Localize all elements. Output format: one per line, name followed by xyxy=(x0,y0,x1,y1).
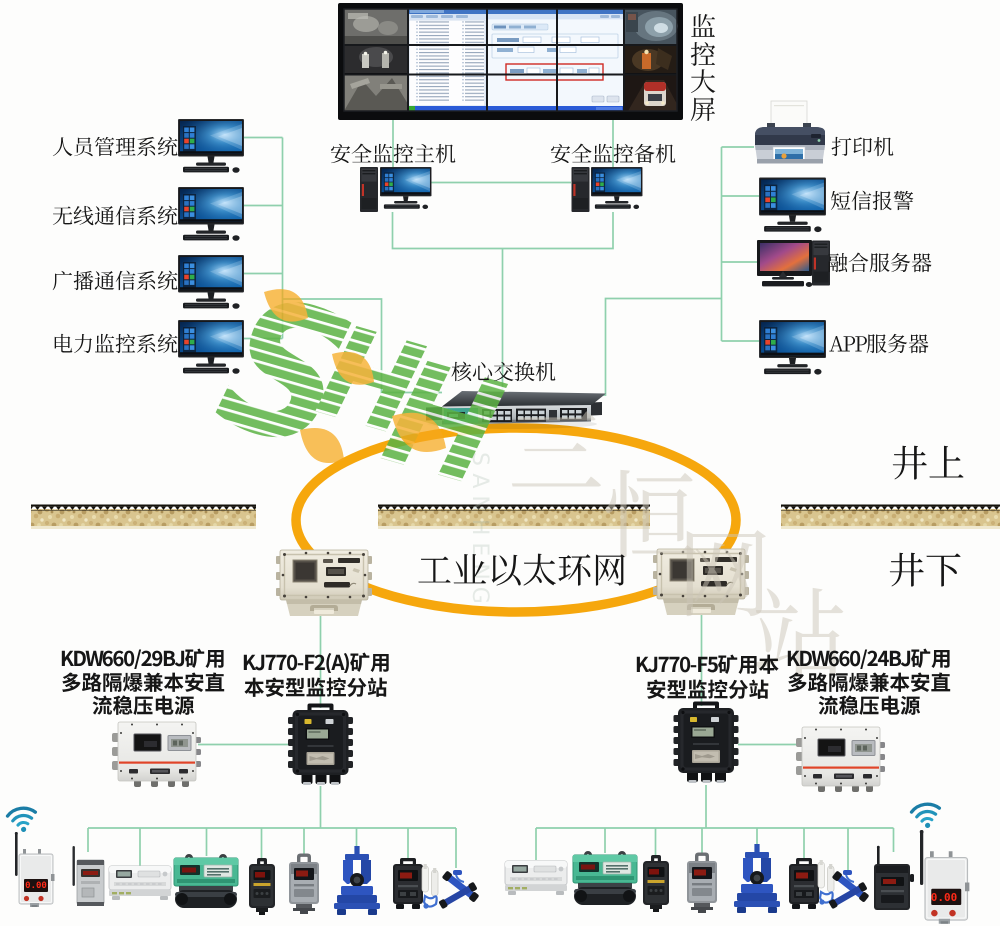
black-box-sensor-icon xyxy=(393,858,423,909)
ground-bar-left xyxy=(31,504,256,529)
blue-tension-device-icon xyxy=(734,844,780,913)
substation-kj770-f5 xyxy=(673,701,739,783)
grey-gas-sensor-icon xyxy=(289,853,319,914)
cable-accessories-icon xyxy=(816,858,836,906)
cable-accessories-icon xyxy=(420,862,440,910)
junction-box-left xyxy=(275,549,373,617)
workstation-broadcast-comm xyxy=(177,254,245,310)
sensor-row-left xyxy=(14,831,481,915)
video-wall xyxy=(338,3,683,120)
wireless-display-sensor-icon xyxy=(14,831,56,908)
sensor-row-right xyxy=(504,829,970,925)
blue-clamp-sensor-icon xyxy=(437,869,481,911)
workstation-sms-alarm xyxy=(758,176,827,233)
backup-host xyxy=(571,166,643,212)
green-winch-sensor-icon xyxy=(572,850,638,906)
antenna-sensor-icon xyxy=(72,845,105,907)
bench-reader-icon xyxy=(108,865,172,901)
substation-kj770-f2 xyxy=(288,703,353,785)
junction-box-right xyxy=(652,548,750,616)
blue-tension-device-icon xyxy=(334,846,380,915)
black-gas-sensor-icon xyxy=(249,858,275,915)
workstation-power-monitoring xyxy=(177,319,245,375)
black-gas-sensor-icon xyxy=(643,855,669,912)
wifi-icon xyxy=(5,804,40,836)
power-supply-kdw660-29bj xyxy=(111,721,202,788)
fusion-server xyxy=(757,240,830,287)
wireless-antenna-box-icon xyxy=(874,845,914,910)
workstation-app-server xyxy=(758,319,827,376)
wifi-icon xyxy=(909,800,944,832)
camera-feed-bw-2 xyxy=(344,46,408,73)
camera-feed-color-1 xyxy=(624,9,678,44)
green-winch-sensor-icon xyxy=(173,853,239,909)
camera-feed-bw-3 xyxy=(344,75,408,111)
ground-bar-middle xyxy=(378,504,650,529)
primary-host xyxy=(360,166,432,212)
workstation-personnel-system xyxy=(177,118,245,174)
camera-feed-color-3 xyxy=(624,75,677,111)
ground-bar-right xyxy=(781,504,1000,529)
monitoring-software-window xyxy=(408,9,624,111)
printer xyxy=(754,100,826,164)
camera-feed-color-2 xyxy=(624,46,677,73)
blue-clamp-sensor-icon xyxy=(827,869,871,911)
core-switch xyxy=(426,391,606,429)
workstation-wireless-comm xyxy=(177,186,245,242)
black-box-sensor-icon xyxy=(789,858,819,909)
grey-gas-sensor-icon xyxy=(687,852,717,913)
wireless-display-sensor-icon xyxy=(919,829,970,925)
camera-feed-bw-1 xyxy=(344,9,408,44)
power-supply-kdw660-24bj xyxy=(795,726,886,793)
bench-reader-icon xyxy=(504,860,568,896)
